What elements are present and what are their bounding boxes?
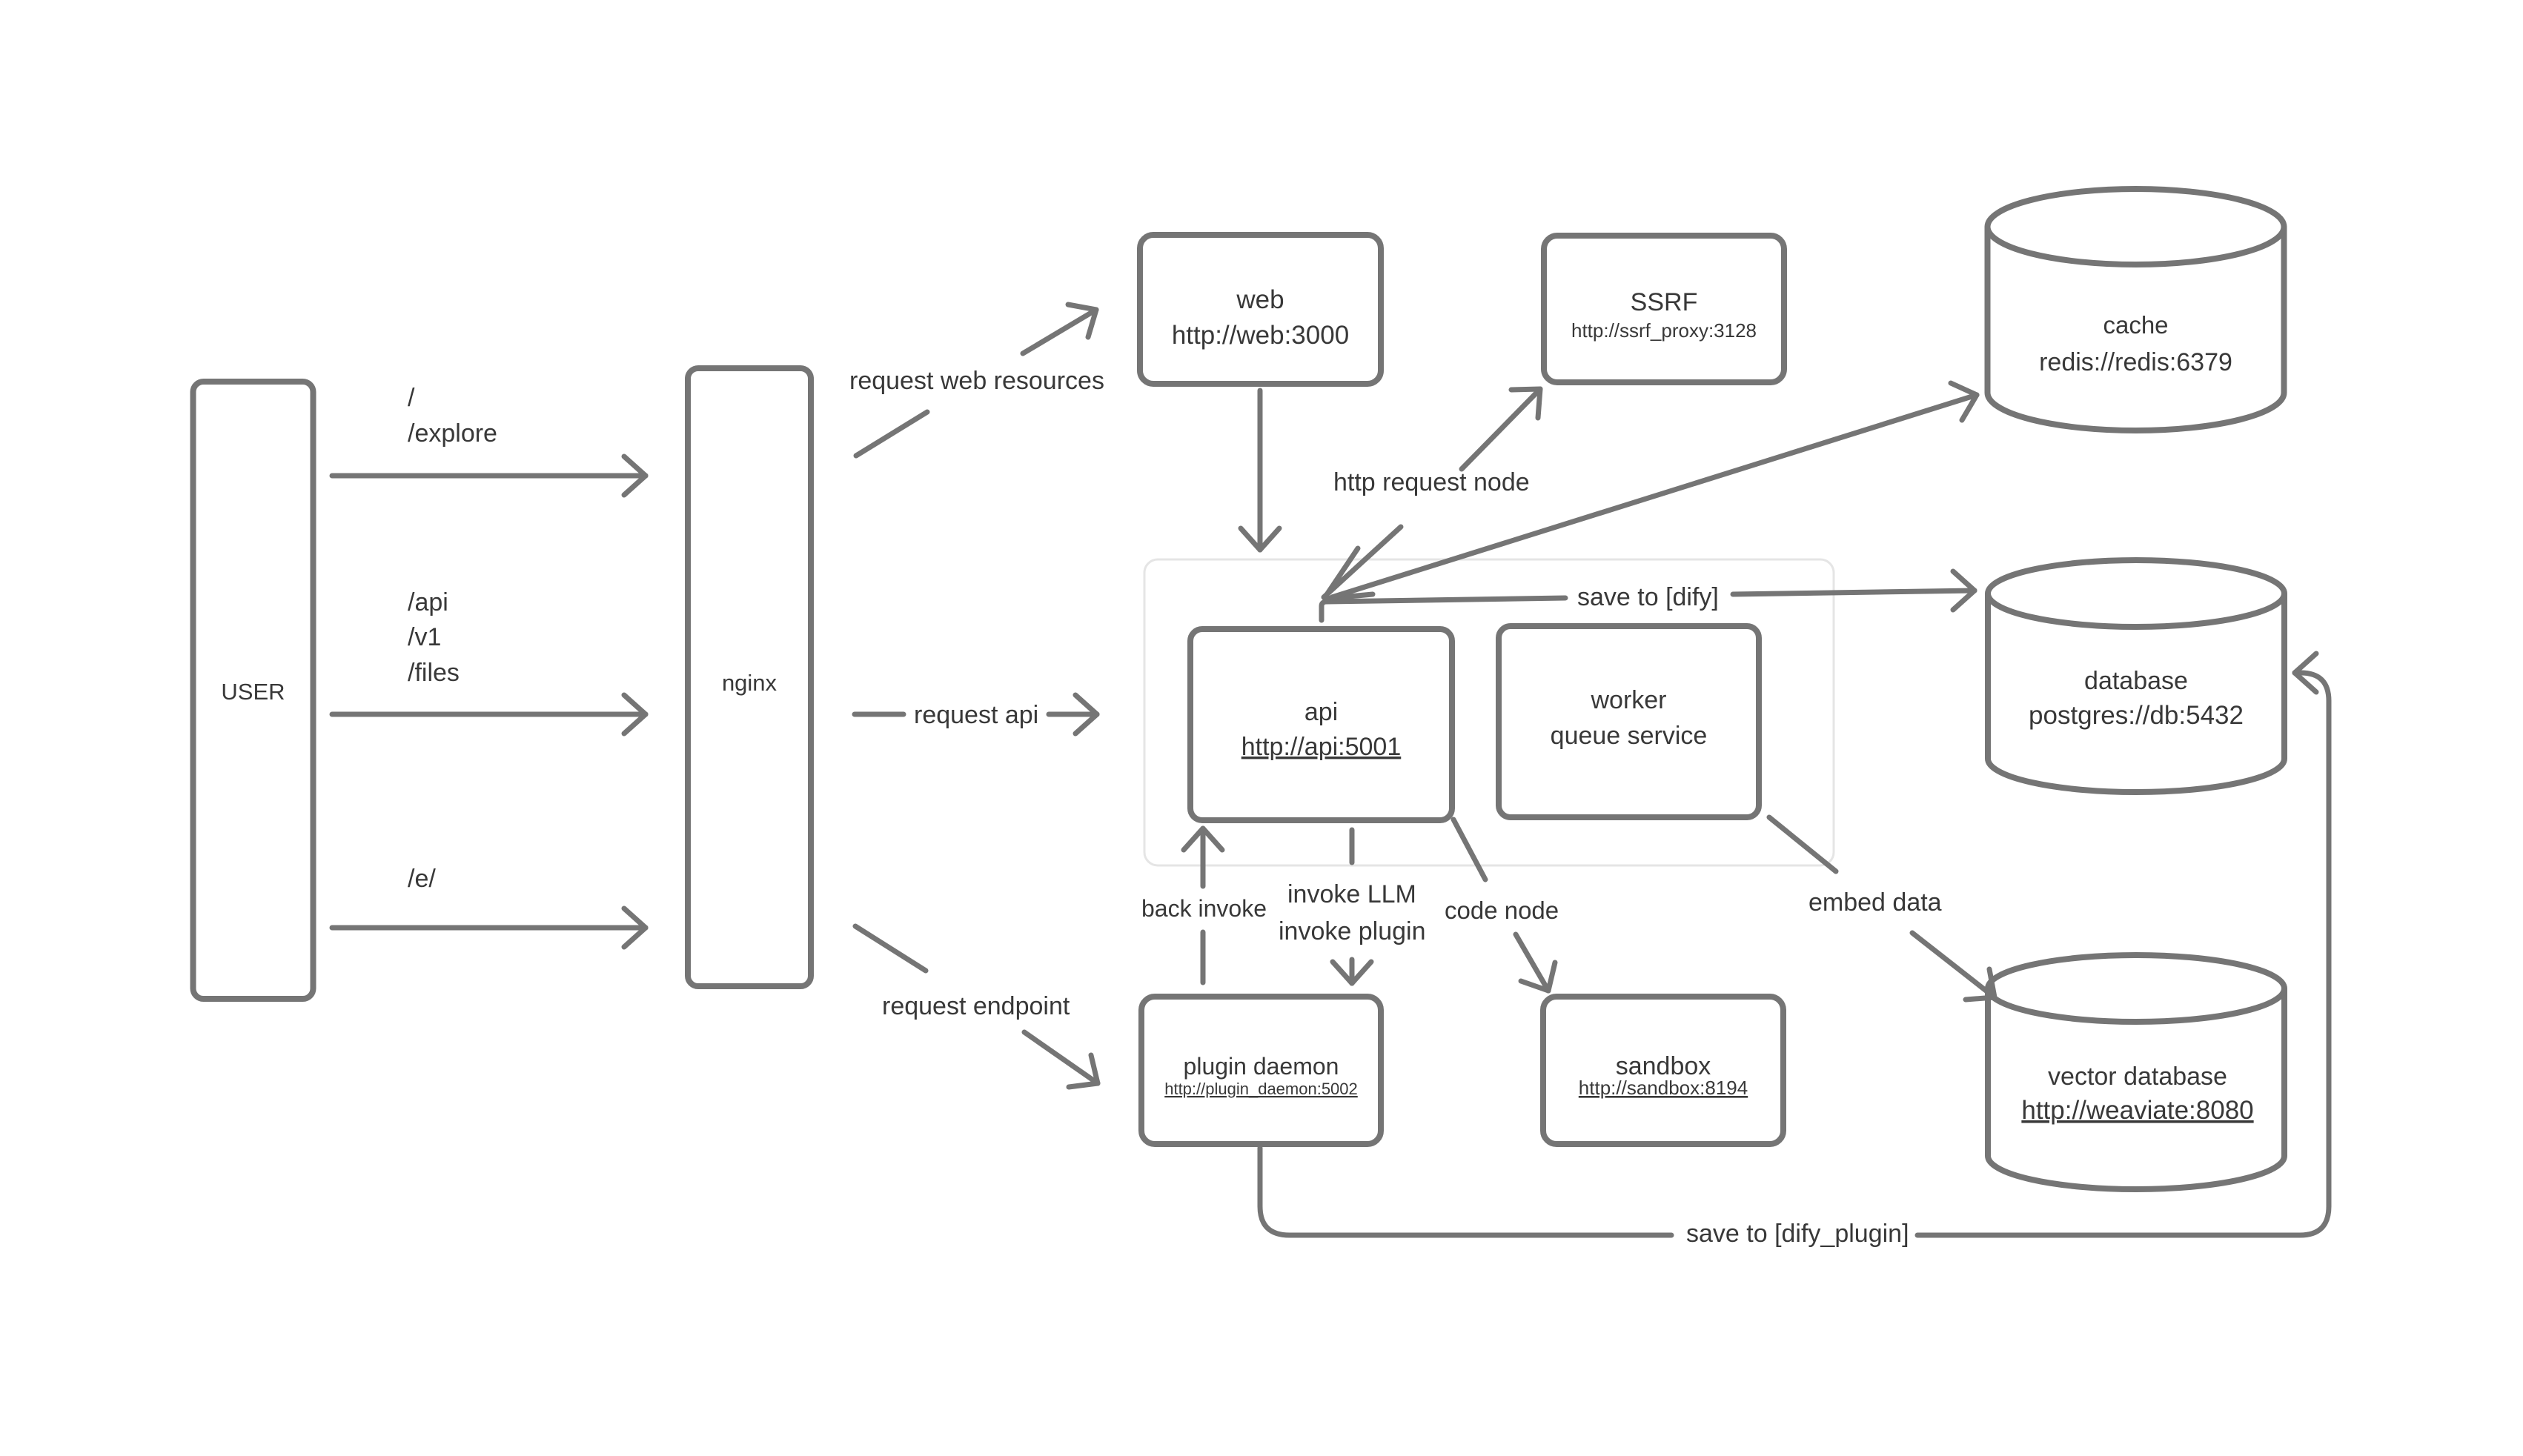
svg-text:api: api bbox=[1304, 698, 1338, 726]
svg-text:request endpoint: request endpoint bbox=[882, 992, 1070, 1020]
svg-text:web: web bbox=[1236, 285, 1284, 314]
svg-text:worker: worker bbox=[1590, 686, 1666, 714]
svg-text:http://web:3000: http://web:3000 bbox=[1172, 321, 1349, 350]
svg-text:vector database: vector database bbox=[2048, 1063, 2227, 1091]
svg-text:/files: /files bbox=[408, 659, 460, 687]
svg-text:http://plugin_daemon:5002: http://plugin_daemon:5002 bbox=[1164, 1080, 1358, 1098]
svg-text:http://api:5001: http://api:5001 bbox=[1241, 733, 1402, 761]
svg-text:/api: /api bbox=[408, 588, 448, 616]
svg-text:http://weaviate:8080: http://weaviate:8080 bbox=[2021, 1096, 2253, 1125]
svg-text:/v1: /v1 bbox=[408, 623, 441, 651]
svg-text:http://sandbox:8194: http://sandbox:8194 bbox=[1579, 1077, 1748, 1099]
svg-text:save to [dify_plugin]: save to [dify_plugin] bbox=[1686, 1220, 1909, 1248]
svg-text:USER: USER bbox=[221, 679, 285, 705]
svg-text:plugin daemon: plugin daemon bbox=[1184, 1053, 1339, 1080]
svg-text:/explore: /explore bbox=[408, 419, 497, 448]
svg-text:/: / bbox=[408, 384, 415, 412]
svg-text:postgres://db:5432: postgres://db:5432 bbox=[2029, 701, 2244, 730]
svg-text:database: database bbox=[2084, 667, 2188, 695]
svg-text:redis://redis:6379: redis://redis:6379 bbox=[2039, 348, 2232, 376]
svg-text:nginx: nginx bbox=[722, 670, 778, 696]
svg-text:sandbox: sandbox bbox=[1616, 1052, 1711, 1080]
svg-text:invoke plugin: invoke plugin bbox=[1279, 917, 1425, 945]
svg-text:http request node: http request node bbox=[1333, 468, 1530, 496]
svg-text:code node: code node bbox=[1445, 897, 1559, 924]
svg-text:embed data: embed data bbox=[1808, 888, 1942, 917]
svg-text:/e/: /e/ bbox=[408, 865, 436, 893]
svg-text:request api: request api bbox=[914, 701, 1038, 729]
svg-text:queue service: queue service bbox=[1551, 722, 1708, 750]
svg-text:SSRF: SSRF bbox=[1631, 288, 1698, 316]
svg-text:invoke LLM: invoke LLM bbox=[1287, 880, 1416, 908]
svg-text:back invoke: back invoke bbox=[1141, 895, 1267, 922]
svg-text:cache: cache bbox=[2103, 311, 2168, 339]
svg-text:save to [dify]: save to [dify] bbox=[1577, 583, 1719, 611]
svg-text:request web resources: request web resources bbox=[849, 367, 1104, 395]
svg-text:http://ssrf_proxy:3128: http://ssrf_proxy:3128 bbox=[1571, 319, 1757, 342]
